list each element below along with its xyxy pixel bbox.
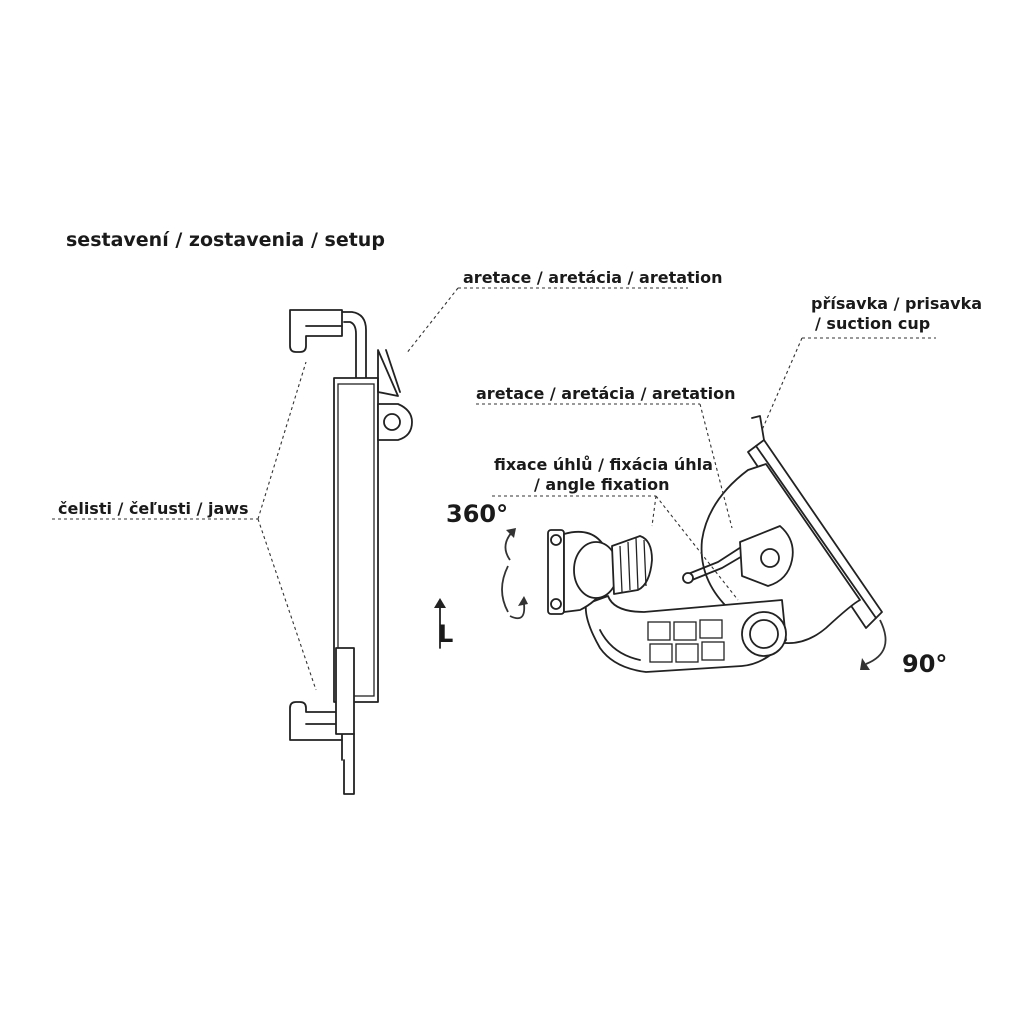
label-rotation-90: 90° [902, 650, 948, 678]
label-rotation-360: 360° [446, 500, 509, 528]
label-angle-fixation-line2: / angle fixation [534, 475, 670, 494]
label-aretation-holder: aretace / aretácia / aretation [463, 268, 723, 287]
label-aretation-mount: aretace / aretácia / aretation [476, 384, 736, 403]
suction-mount [547, 415, 883, 673]
label-suction-cup-line2: / suction cup [815, 314, 931, 333]
leader-lines [52, 287, 936, 691]
label-l-mark: L [438, 620, 454, 648]
label-jaws: čelisti / čeľusti / jaws [58, 499, 249, 518]
label-angle-fixation-line1: fixace úhlů / fixácia úhla [494, 455, 713, 474]
aretation-latch [377, 349, 399, 397]
page-title: sestavení / zostavenia / setup [66, 229, 385, 251]
mount-arm [584, 595, 787, 673]
up-arrow-icon [434, 598, 446, 649]
label-suction-cup-line1: přísavka / prisavka [811, 294, 983, 313]
rotate-360-arrows-icon [501, 528, 528, 620]
rotate-90-arrow-icon [860, 619, 887, 670]
holder-side-view [289, 309, 413, 795]
upper-jaw [289, 309, 343, 353]
lower-jaw [289, 701, 343, 741]
